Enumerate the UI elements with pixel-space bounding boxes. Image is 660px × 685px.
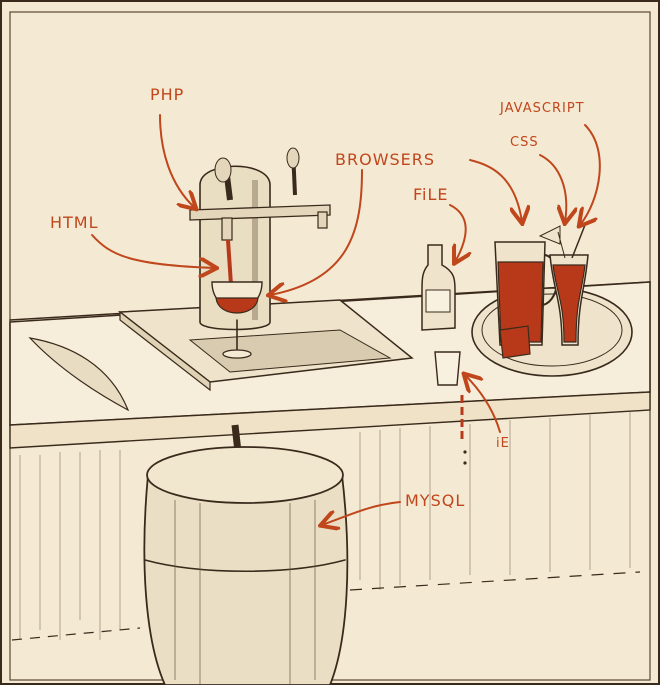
file-bottle <box>421 244 456 331</box>
label-javascript: JAVASCRIPT <box>499 101 585 116</box>
label-html: HTML <box>50 213 99 232</box>
pitcher <box>494 241 559 346</box>
label-css: CSS <box>510 135 539 150</box>
tumbler <box>499 325 531 359</box>
label-php: PHP <box>150 85 184 104</box>
serving-tray <box>471 287 633 377</box>
wine-glass <box>211 281 263 359</box>
mysql-keg <box>143 446 349 685</box>
label-mysql: MYSQL <box>405 491 465 510</box>
feather <box>28 337 130 412</box>
label-file: FiLE <box>413 185 449 204</box>
ie-cup <box>434 351 467 465</box>
label-ie: iE <box>496 436 510 451</box>
label-browsers: BROWSERS <box>335 150 435 169</box>
drip-tray <box>117 299 414 392</box>
tall-glass <box>538 224 589 346</box>
